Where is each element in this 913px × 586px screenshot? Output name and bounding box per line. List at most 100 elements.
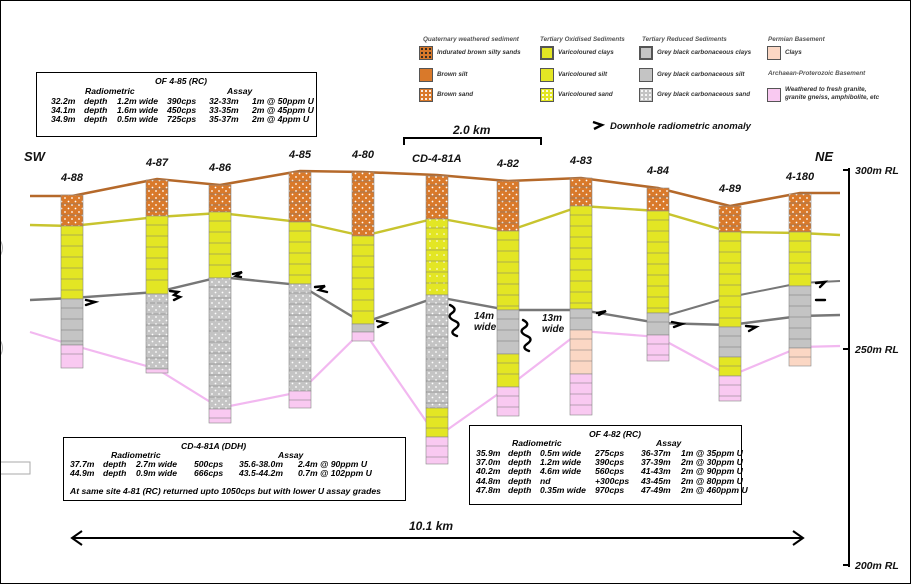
box-cell-cps: 500cps <box>194 459 224 469</box>
legend-swatch-a-granite <box>767 88 781 102</box>
hole-label-4-82: 4-82 <box>497 158 520 170</box>
box-cell-w: nd <box>540 475 551 486</box>
box-cell-val: 2m @ 4ppm U <box>252 114 310 125</box>
box-cell-w: 1.2m wide <box>540 457 582 468</box>
box-cell-val: 2m @ 80ppm U <box>681 475 743 486</box>
scale-bracket-top <box>403 137 542 145</box>
box-cell-cps: 725cps <box>167 114 197 125</box>
annotation-14m-wide: wide <box>474 322 497 333</box>
info-box-title: OF 4-85 (RC) <box>155 76 208 86</box>
box-cell-val: 1m @ 35ppm U <box>681 448 743 458</box>
legend-label-tr-sand: Grey black carbonaceous sand <box>657 91 751 98</box>
anomaly-mark-4-83 <box>595 309 607 317</box>
box-cell-cps: +300cps <box>595 475 630 486</box>
legend-anomaly-icon <box>592 120 606 131</box>
legend-swatch-to-clays <box>540 46 554 60</box>
drill-hole-4-85 <box>288 171 312 409</box>
box-cell-assay: 36-37m <box>641 448 671 458</box>
hole-segment <box>351 331 375 342</box>
radiometric-anomaly-marks <box>84 270 829 353</box>
box-cell-assay: 35.6-38.0m <box>239 459 283 469</box>
assay-header: Assay <box>278 450 304 460</box>
hole-label-4-180: 4-180 <box>786 171 815 183</box>
legend-header-tertiary-reduced: Tertiary Reduced Sediments <box>642 36 727 43</box>
scale-label-bottom: 10.1 km <box>409 519 454 533</box>
legend-header-tertiary-oxidised: Tertiary Oxidised Sediments <box>540 36 625 43</box>
annotation-14m: 14m <box>474 311 495 322</box>
drill-hole-4-83 <box>569 177 593 416</box>
box-cell-val: 2m @ 90ppm U <box>681 466 743 477</box>
hole-label-4-87: 4-87 <box>146 157 169 169</box>
rl-label-300: 300m RL <box>855 165 899 177</box>
anomaly-mark-4-87 <box>168 289 184 302</box>
box-cell-w: 0.35m wide <box>540 484 586 495</box>
legend-swatch-p-clays <box>767 46 781 60</box>
legend-label-a-granite: Weathered to fresh granite, granite gnei… <box>785 86 880 101</box>
hole-segment <box>496 386 520 417</box>
box-cell-assay: 43.5-44.2m <box>239 468 283 479</box>
box-cell-assay: 41-43m <box>641 466 671 477</box>
hole-segment <box>288 390 312 409</box>
hole-segment <box>145 368 169 374</box>
box-cell-cps: 275cps <box>595 448 625 458</box>
legend-label-q-sand: Brown sand <box>437 91 474 98</box>
legend-swatch-to-sand <box>540 88 554 102</box>
ne-label: NE <box>815 149 834 164</box>
box-cell-w: 0.5m wide <box>117 114 159 125</box>
box-cell-d: depth <box>84 114 108 125</box>
legend-swatch-q-silt <box>419 68 433 82</box>
box-cell-depth: 34.9m <box>51 114 76 125</box>
assay-header: Assay <box>227 86 253 96</box>
box-cell-depth: 32.2m <box>51 96 76 106</box>
rl-label-250: 250m RL <box>855 344 899 356</box>
legend-swatch-tr-silt <box>639 68 653 82</box>
box-cell-depth: 37.0m <box>476 457 501 468</box>
radiometric-header: Radiometric <box>512 438 562 448</box>
legend-header-archaean: Archaean-Proterozoic Basement <box>768 70 866 77</box>
hole-segment <box>718 375 742 402</box>
box-cell-w: 2.7m wide <box>136 459 178 469</box>
hole-label-4-83: 4-83 <box>570 155 593 167</box>
box-cell-depth: 35.9m <box>476 448 501 458</box>
legend-label-p-clays: Clays <box>785 49 802 56</box>
assay-header: Assay <box>656 438 682 448</box>
box-cell-w: 1.6m wide <box>117 105 159 116</box>
hole-label-4-89: 4-89 <box>719 183 742 195</box>
legend-header-quaternary: Quaternary weathered sediment <box>423 36 519 43</box>
box-cell-val: 2m @ 30ppm U <box>681 457 743 468</box>
box-cell-d: depth <box>103 468 127 479</box>
anomaly-mark-4-86 <box>231 270 243 279</box>
box-cell-depth: 40.2m <box>476 466 501 477</box>
box-cell-w: 4.6m wide <box>540 466 582 477</box>
box-cell-depth: 44.8m <box>476 475 501 486</box>
box-cell-d: depth <box>508 466 532 477</box>
legend-swatch-tr-clays <box>639 46 653 60</box>
legend-swatch-to-silt <box>540 68 554 82</box>
box-cell-depth: 34.1m <box>51 105 76 116</box>
scale-arrow-bottom <box>70 530 805 546</box>
hole-label-cd-4-81a: CD-4-81A <box>412 153 462 165</box>
drill-hole-4-180 <box>788 193 812 367</box>
legend-swatch-q-sands <box>419 46 433 60</box>
legend-label-q-sands: Indurated brown silty sands <box>437 49 521 56</box>
legend-label-q-silt: Brown silt <box>437 71 468 78</box>
box-cell-val: 1m @ 50ppm U <box>252 96 314 106</box>
anomaly-mark-4-88 <box>84 298 100 307</box>
box-cell-cps: 560cps <box>595 466 625 477</box>
anomaly-mark-4-180-a <box>814 280 829 289</box>
drill-hole-4-86 <box>208 184 232 424</box>
box-cell-w: 0.5m wide <box>540 448 582 458</box>
legend-label-tr-clays: Grey black carbonaceous clays <box>657 49 752 56</box>
box-cell-d: depth <box>508 448 532 458</box>
hole-label-4-86: 4-86 <box>209 162 232 174</box>
anomaly-mark-4-80 <box>375 319 390 329</box>
box-cell-w: 0.9m wide <box>136 468 178 479</box>
info-box-title: CD-4-81A (DDH) <box>181 441 247 451</box>
box-cell-assay: 35-37m <box>209 114 239 125</box>
box-cell-val: 0.7m @ 102ppm U <box>298 468 372 479</box>
annotation-13m: 13m <box>542 313 563 324</box>
